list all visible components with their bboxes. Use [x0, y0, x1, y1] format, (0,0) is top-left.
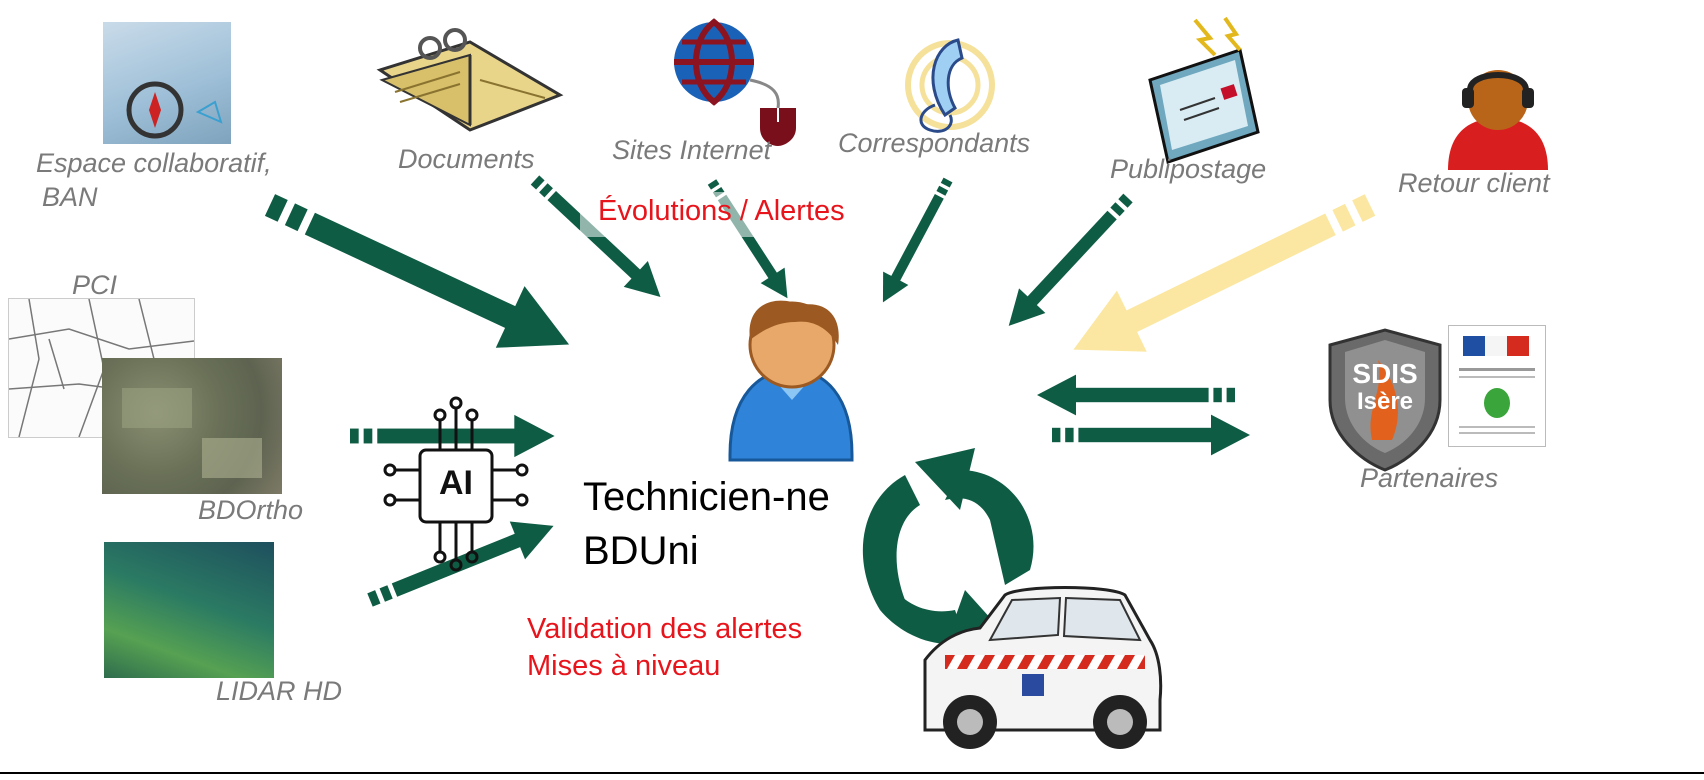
documents-icon	[376, 28, 564, 132]
lidar-thumbnail	[104, 542, 274, 678]
documents-label: Documents	[398, 144, 535, 174]
arrow-from-partenaires	[1037, 374, 1235, 416]
publipostage-label: Publipostage	[1110, 154, 1267, 184]
survey-car-icon	[923, 586, 1163, 749]
arrow-to-partenaires	[1052, 414, 1250, 456]
envelope-icon	[1148, 16, 1260, 164]
technician-title-line1: Technicien-ne	[583, 475, 830, 519]
compass-icon	[126, 81, 223, 139]
correspondants-label: Correspondants	[838, 128, 1031, 158]
espace-collaboratif-thumbnail	[103, 22, 231, 144]
bottom-divider	[0, 772, 1704, 774]
bdortho-thumbnail	[102, 358, 282, 494]
ai-label: AI	[439, 464, 473, 502]
globe-mouse-icon	[674, 18, 796, 146]
sdis-logo	[1328, 328, 1442, 472]
phone-icon	[905, 38, 995, 133]
sdis-label-line2: Isère	[1356, 388, 1414, 415]
partenaires-label: Partenaires	[1360, 463, 1499, 493]
pci-label: PCI	[72, 270, 118, 300]
mises-a-niveau-label: Mises à niveau	[527, 650, 721, 682]
validation-alertes-label: Validation des alertes	[527, 613, 803, 645]
prefecture-logo	[1448, 325, 1546, 447]
espace-collaboratif-label: Espace collaboratif,	[36, 148, 272, 178]
sites-internet-label: Sites Internet	[612, 135, 772, 165]
arrow-documents	[522, 167, 673, 310]
technician-icon	[728, 300, 854, 462]
technician-title-line2: BDUni	[583, 529, 699, 573]
ban-label: BAN	[42, 182, 98, 212]
evolutions-backdrop	[580, 192, 910, 237]
sdis-label-line1: SDIS	[1352, 358, 1418, 389]
headset-user-icon	[1448, 70, 1548, 170]
evolutions-alertes-label: Évolutions / Alertes	[598, 195, 845, 227]
technician-title: Technicien-ne BDUni	[583, 470, 830, 578]
ai-chip-icon	[383, 396, 529, 572]
arrow-espace-collaboratif	[255, 174, 584, 376]
retour-client-label: Retour client	[1398, 168, 1550, 198]
bdortho-label: BDOrtho	[198, 495, 304, 525]
lidar-hd-label: LIDAR HD	[216, 676, 343, 706]
